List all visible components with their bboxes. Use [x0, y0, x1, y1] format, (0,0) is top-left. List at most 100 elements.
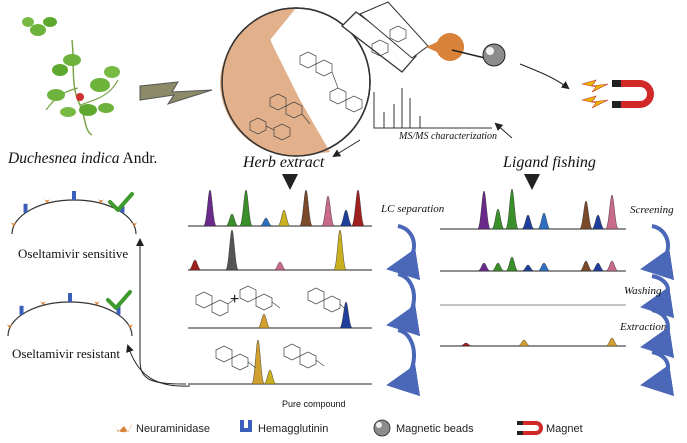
hemagglutinin-marker: [23, 203, 28, 213]
peak: [605, 337, 619, 347]
neuraminidase-enzyme: [426, 32, 465, 61]
neuraminidase-legend-icon: [114, 424, 132, 433]
virus-sensitive: [9, 191, 139, 235]
magnet-icon-top: [581, 79, 654, 109]
peak: [505, 256, 519, 272]
herb-extract-label: Herb extract: [243, 154, 325, 171]
plant-name-label: Duchesnea indica Andr.: [8, 150, 158, 167]
lc-cycle-arrows: [386, 224, 421, 397]
neuraminidase-marker: [130, 220, 139, 227]
washing-label: Washing: [624, 285, 662, 297]
cycle-arrow: [640, 308, 675, 359]
svg-text:+: +: [230, 291, 239, 308]
peak: [579, 200, 593, 230]
legend-neuraminidase: Neuraminidase: [136, 423, 210, 435]
screening-label: Screening: [630, 204, 674, 216]
peak: [251, 339, 265, 385]
legend-icons: [114, 419, 543, 437]
peak: [521, 264, 535, 272]
cycle-arrow: [640, 224, 675, 281]
peak: [321, 195, 335, 227]
peak: [591, 214, 605, 230]
check-icon-resistant: [106, 290, 132, 310]
lc-trace-1: [188, 189, 372, 227]
peak: [521, 214, 535, 230]
peak: [591, 262, 605, 272]
ligand-fishing-chromatograms: [440, 188, 626, 347]
peak: [517, 339, 531, 347]
ms-spectrum: [373, 88, 492, 129]
neuraminidase-marker: [96, 197, 105, 204]
peak: [537, 212, 551, 230]
fishing-cycle-arrows: [640, 224, 675, 397]
neuraminidase-marker: [39, 299, 48, 306]
peak: [273, 261, 287, 271]
peak: [579, 260, 593, 272]
hemagglutinin-marker: [19, 305, 24, 315]
peak: [203, 189, 217, 227]
peak: [477, 190, 491, 230]
arrow-to-resistant: [126, 344, 191, 387]
oseltamivir-resistant-label: Oseltamivir resistant: [12, 346, 120, 361]
peak: [225, 213, 239, 227]
peak: [225, 229, 239, 271]
neuraminidase-marker: [5, 322, 14, 329]
cycle-arrow: [640, 350, 675, 397]
plant-illustration: [22, 17, 120, 136]
extraction-label: Extraction: [620, 321, 667, 333]
peak: [239, 189, 253, 227]
hemagglutinin-legend-icon: [240, 428, 252, 432]
peak: [605, 194, 619, 230]
fish-trace-1: [440, 188, 626, 230]
fish-trace-4: [440, 337, 626, 347]
hemagglutinin-marker: [72, 191, 76, 200]
neuraminidase-marker: [9, 220, 18, 227]
cycle-arrow: [640, 274, 675, 319]
lc-trace-4: [188, 339, 372, 385]
lc-chromatograms: [188, 189, 372, 385]
legend-hemagglutinin: Hemagglutinin: [258, 423, 329, 435]
process-lightning-arrow: [139, 81, 213, 105]
fish-trace-2: [440, 256, 626, 272]
peak: [491, 208, 505, 230]
check-icon-sensitive: [108, 192, 134, 212]
pure-compound-structures: [195, 285, 347, 371]
neuraminidase-marker: [126, 322, 135, 329]
legend-magnet: Magnet: [546, 423, 583, 435]
peak: [605, 260, 619, 272]
virus-resistant: [5, 293, 135, 337]
hemagglutinin-marker: [68, 293, 72, 302]
lc-trace-3: [188, 301, 372, 329]
oseltamivir-sensitive-label: Oseltamivir sensitive: [18, 246, 129, 261]
lc-trace-2: [188, 229, 372, 271]
cycle-arrow: [386, 328, 421, 397]
legend-magnetic-beads: Magnetic beads: [396, 423, 474, 435]
peak: [333, 229, 347, 271]
peak: [491, 262, 505, 272]
peak: [477, 262, 491, 272]
peak: [537, 262, 551, 272]
magnetic-bead-legend-icon: [373, 419, 391, 437]
cycle-arrow: [386, 272, 421, 337]
arrow-to-sensitive: [136, 238, 187, 385]
peak: [339, 301, 353, 329]
peak: [351, 189, 365, 227]
peak: [459, 342, 473, 347]
peak: [505, 188, 519, 230]
msms-label: MS/MS characterization: [399, 131, 498, 142]
hemagglutinin-marker: [120, 203, 125, 213]
lc-separation-label: LC separation: [381, 203, 445, 215]
magnet-legend-icon: [522, 421, 543, 435]
peak: [188, 259, 202, 271]
neuraminidase-marker: [43, 197, 52, 204]
peak: [339, 209, 353, 227]
peak: [299, 189, 313, 227]
cycle-arrow: [386, 224, 421, 281]
neuraminidase-marker: [92, 299, 101, 306]
strawberry-fruit: [76, 93, 84, 101]
peak: [259, 217, 273, 227]
peak: [263, 369, 277, 385]
extraction-flask: [220, 1, 506, 157]
